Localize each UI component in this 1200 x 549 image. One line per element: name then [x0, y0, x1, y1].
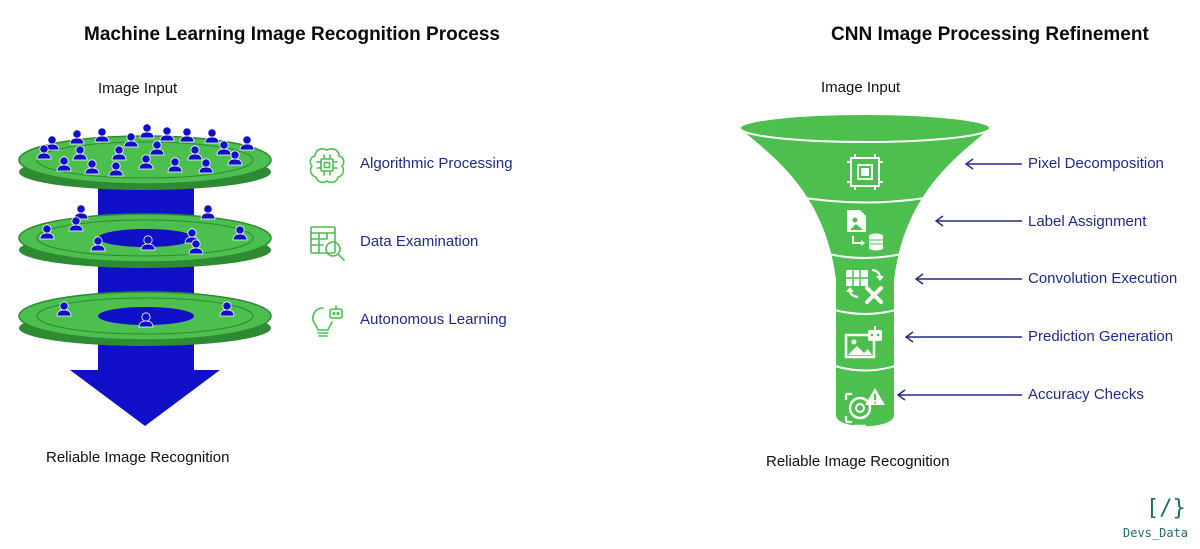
- image-database-icon: [847, 210, 883, 251]
- devs-data-logo-glyph: [/}: [1146, 496, 1186, 521]
- table-magnifier-icon: [310, 226, 345, 261]
- pixel-grid-icon: [847, 154, 883, 190]
- step-label-autonomous-learning: Autonomous Learning: [360, 311, 507, 328]
- step-label-pixel-decomposition: Pixel Decomposition: [1028, 155, 1164, 172]
- step-label-prediction-generation: Prediction Generation: [1028, 328, 1174, 345]
- step-label-data-examination: Data Examination: [360, 233, 479, 250]
- step-label-accuracy-checks: Accuracy Checks: [1028, 386, 1144, 403]
- step-arrows: [896, 158, 1022, 401]
- image-robot-icon: [844, 326, 882, 359]
- funnel-segment-separators: [787, 194, 943, 372]
- left-input-label: Image Input: [98, 80, 178, 97]
- left-output-label: Reliable Image Recognition: [46, 449, 230, 466]
- right-diagram-title: CNN Image Processing Refinement: [831, 24, 1149, 45]
- lightbulb-robot-icon: [312, 305, 343, 337]
- funnel-rim: [739, 113, 991, 143]
- devs-data-logo-text: Devs_Data: [1123, 526, 1189, 540]
- grid-multiply-icon: [846, 268, 884, 304]
- right-input-label: Image Input: [821, 79, 901, 96]
- layered-discs-diagram: [18, 123, 272, 426]
- cnn-funnel: [739, 113, 991, 428]
- step-label-label-assignment: Label Assignment: [1028, 213, 1147, 230]
- target-warning-icon: [844, 388, 885, 428]
- left-diagram-title: Machine Learning Image Recognition Proce…: [84, 24, 500, 45]
- step-label-algorithmic-processing: Algorithmic Processing: [360, 155, 513, 172]
- step-label-convolution-execution: Convolution Execution: [1028, 270, 1178, 287]
- right-output-label: Reliable Image Recognition: [766, 453, 950, 470]
- chip-brain-icon: [309, 148, 345, 184]
